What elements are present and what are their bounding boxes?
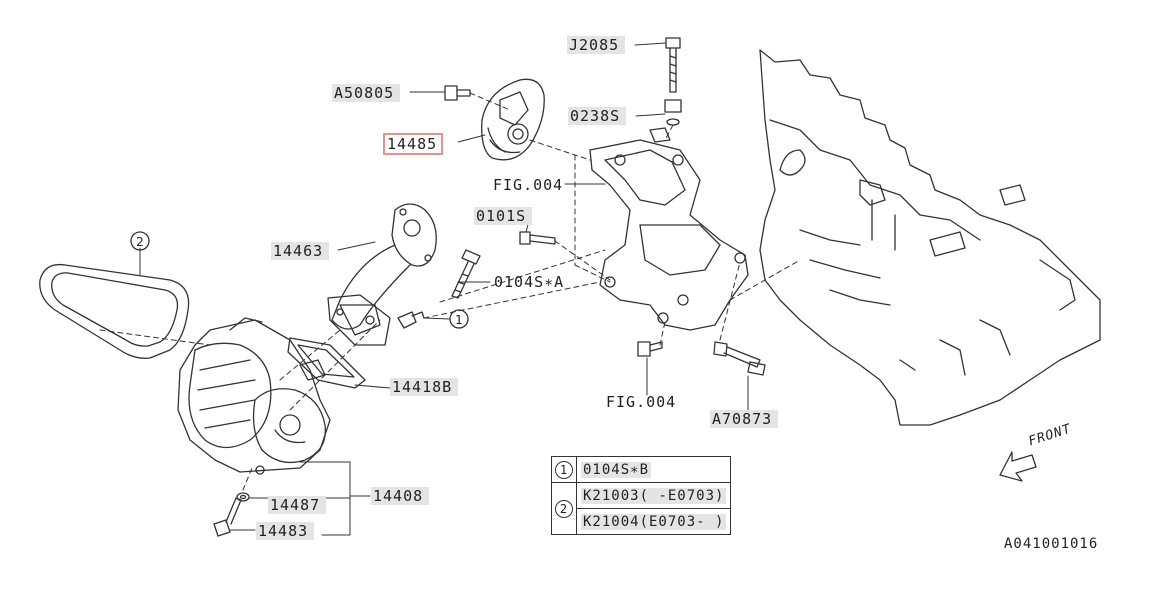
callout-fig004-top[interactable]: FIG.004 [493, 176, 564, 194]
alternator-bracket [589, 127, 749, 331]
legend-row: K21004(E0703- ) [552, 508, 732, 535]
bolt-j2085 [664, 37, 682, 126]
bolt-ref1 [397, 311, 425, 329]
alternator-14408 [177, 317, 331, 475]
ref-circle-1-label: 1 [455, 313, 463, 327]
legend-part-0104s-b[interactable]: 0104S∗B [575, 456, 732, 483]
callout-a50805[interactable]: A50805 [332, 84, 401, 102]
callout-fig004-bottom[interactable]: FIG.004 [606, 393, 677, 411]
callout-14487[interactable]: 14487 [268, 496, 327, 514]
pulley-cover-14485 [481, 78, 545, 161]
ref-circle-2-label: 2 [136, 235, 144, 249]
pipe-14463 [327, 203, 437, 346]
legend-row: 1 0104S∗B [551, 456, 732, 483]
callout-j2085[interactable]: J2085 [567, 36, 626, 54]
front-arrow-icon [999, 451, 1037, 482]
callout-14483[interactable]: 14483 [256, 522, 315, 540]
callout-14418b[interactable]: 14418B [390, 378, 459, 396]
ref-circle-1 [449, 309, 469, 329]
legend-ref-circle: 1 [555, 460, 573, 479]
legend-row: 2 K21003( -E0703) [551, 482, 732, 535]
bolt-0101s [519, 231, 556, 245]
washer-14487 [236, 492, 250, 502]
ref-circle-2 [130, 231, 150, 251]
legend-ref-circle: 2 [555, 499, 573, 518]
legend-part-k21003[interactable]: K21003( -E0703) [575, 482, 732, 509]
callout-0104s-a[interactable]: 0104S∗A [494, 273, 565, 291]
gasket-14418b [287, 337, 366, 389]
bolt-14483 [213, 497, 242, 537]
bolts-lower-bracket [637, 341, 766, 376]
legend-part-k21004[interactable]: K21004(E0703- ) [575, 508, 732, 535]
callout-0238s[interactable]: 0238S [568, 107, 627, 125]
alignment-lines [99, 92, 801, 491]
callout-14485-highlighted[interactable]: 14485 [383, 133, 444, 155]
callout-14463[interactable]: 14463 [271, 242, 330, 260]
document-id: A041001016 [1004, 536, 1099, 552]
callout-0101s[interactable]: 0101S [474, 207, 533, 225]
engine-block [759, 49, 1101, 426]
callout-a70873[interactable]: A70873 [710, 410, 779, 428]
drive-belt [39, 263, 190, 359]
reference-legend-table: 1 0104S∗B 2 K21003( -E0703) K21004(E0703… [551, 456, 732, 535]
callout-14408[interactable]: 14408 [371, 487, 430, 505]
bolt-a50805 [444, 85, 471, 101]
